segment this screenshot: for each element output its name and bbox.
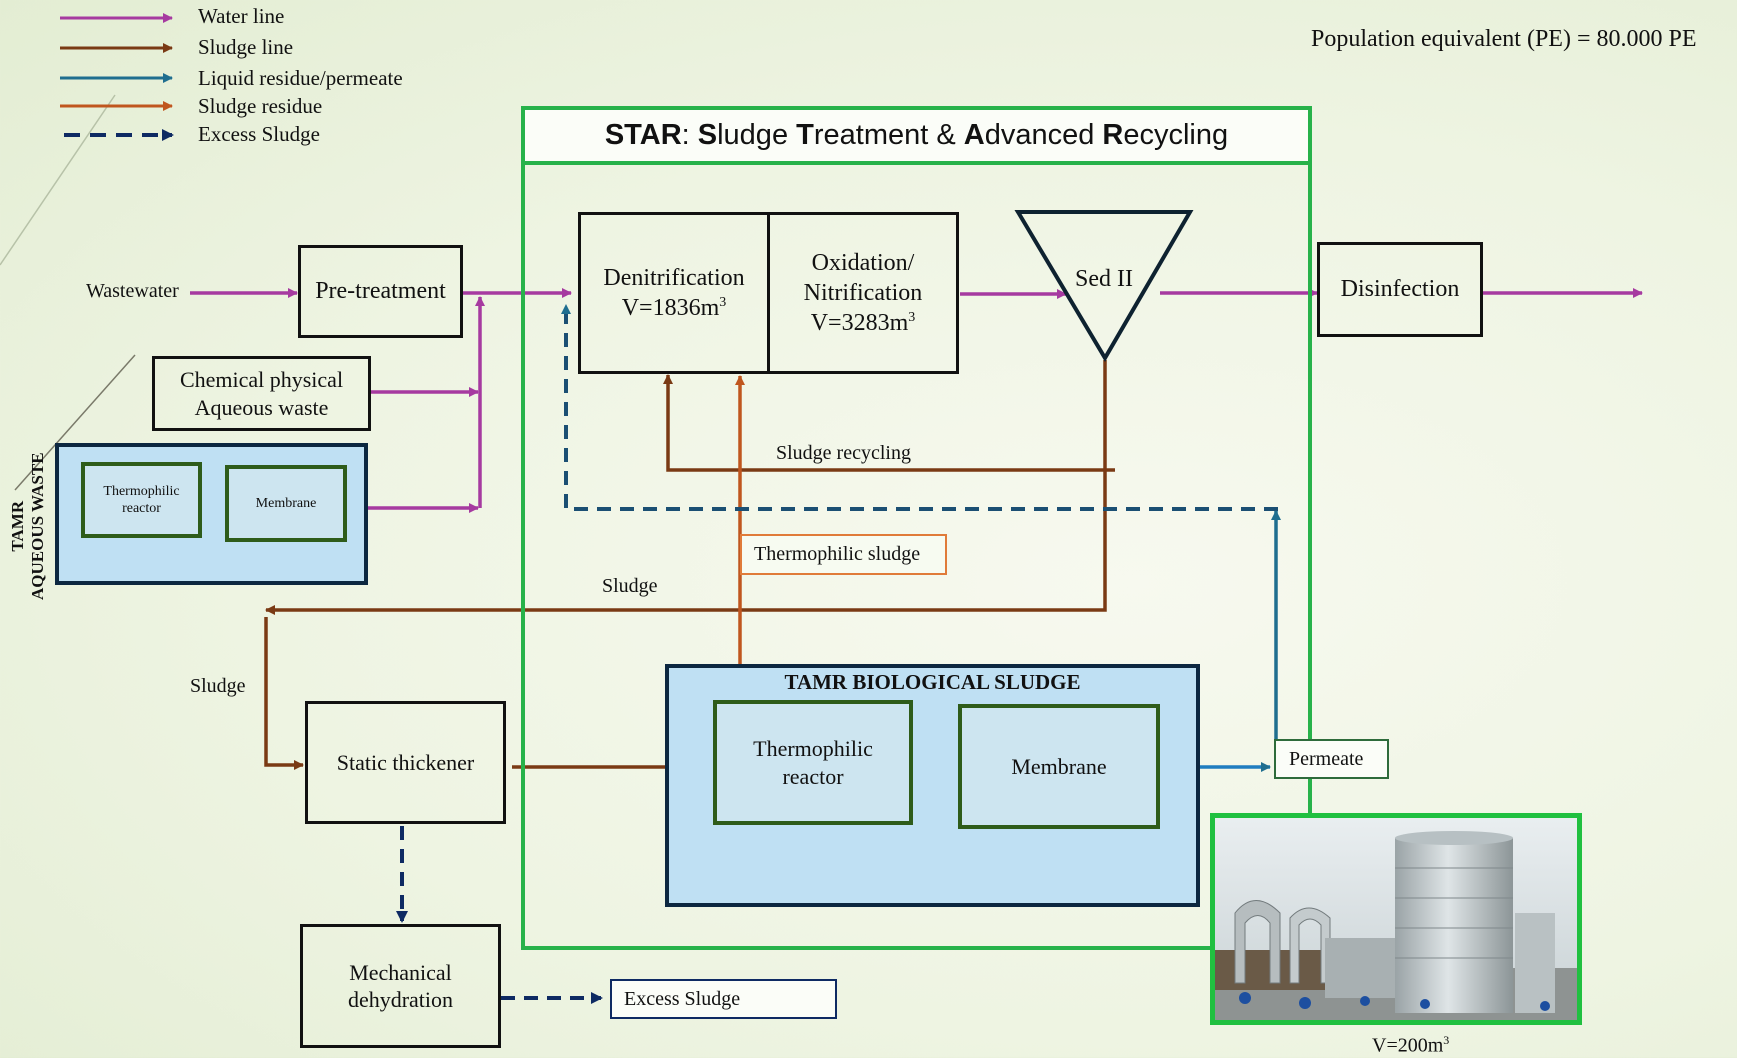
permeate-tag: Permeate <box>1274 739 1389 779</box>
tank-photo-illustration <box>1215 818 1577 1020</box>
tamr-vertical-line1: TAMR <box>8 500 27 552</box>
oxidation-line1: Oxidation/ <box>811 250 915 276</box>
permeate-label: Permeate <box>1289 747 1364 770</box>
sed-ii-label: Sed II <box>1075 266 1133 292</box>
membrane-label: Membrane <box>1011 753 1107 779</box>
sludge-mid-label: Sludge <box>602 575 658 597</box>
chemical-physical-line1: Chemical physical <box>179 367 344 392</box>
decor-line <box>0 94 116 266</box>
pretreatment-label: Pre-treatment <box>315 278 446 304</box>
static-thickener-label: Static thickener <box>336 749 475 775</box>
mechanical-line1: Mechanical <box>349 959 452 985</box>
thermophilic-line1: Thermophilic <box>753 736 873 761</box>
legend-residue-label: Sludge residue <box>198 94 323 118</box>
photo-volume-label: V=200m3 <box>1372 1033 1450 1058</box>
sludge-recycling-arrow <box>663 374 1115 472</box>
wastewater-label: Wastewater <box>86 280 179 302</box>
oxidation-line2: Nitrification <box>803 280 923 306</box>
oxidation-volume: V=3283m <box>810 310 909 336</box>
thermophilic-sludge-label: Thermophilic sludge <box>754 543 921 565</box>
static-thickener-box[interactable]: Static thickener <box>305 701 506 824</box>
small-membrane[interactable]: Membrane <box>225 465 347 542</box>
tamr-biological-title: TAMR BIOLOGICAL SLUDGE <box>784 670 1081 694</box>
excess-recirculation-arrow <box>561 304 1278 511</box>
denitrification-title: Denitrification <box>603 265 745 291</box>
chemical-physical-line2: Aqueous waste <box>194 394 329 420</box>
sludge-out-arrow <box>265 360 1107 615</box>
small-thermophilic-line2: reactor <box>122 501 161 516</box>
disinfection-box[interactable]: Disinfection <box>1317 242 1483 337</box>
denitrification-volume: V=1836m <box>621 295 720 321</box>
legend-water-label: Water line <box>198 4 285 28</box>
small-membrane-label: Membrane <box>255 495 317 511</box>
denitrification-box[interactable]: Denitrification V=1836m3 <box>578 212 770 374</box>
legend-excess-label: Excess Sludge <box>198 122 320 146</box>
thermophilic-tank-photo <box>1210 813 1582 1025</box>
photo-volume-exp: 3 <box>1443 1033 1450 1047</box>
excess-sludge-tag: Excess Sludge <box>610 979 837 1019</box>
oxidation-box[interactable]: Oxidation/ Nitrification V=3283m3 <box>767 212 959 374</box>
denitrification-volume-exp: 3 <box>719 295 727 310</box>
excess-sludge-label: Excess Sludge <box>624 987 741 1010</box>
star-title: STAR: Sludge Treatment & Advanced Recycl… <box>604 119 1229 151</box>
decor-line <box>14 354 136 491</box>
sed-ii-tank <box>1014 210 1194 362</box>
photo-volume: V=200m <box>1372 1034 1444 1057</box>
disinfection-label: Disinfection <box>1340 276 1460 302</box>
pretreatment-box[interactable]: Pre-treatment <box>298 245 463 338</box>
chemical-physical-box[interactable]: Chemical physical Aqueous waste <box>152 356 371 431</box>
small-thermophilic-line1: Thermophilic <box>103 483 180 499</box>
tamr-vertical-line2: AQUEOUS WASTE <box>28 452 48 600</box>
star-header: STAR: Sludge Treatment & Advanced Recycl… <box>521 106 1312 165</box>
thermophilic-sludge-tag: Thermophilic sludge <box>740 534 947 575</box>
membrane-box[interactable]: Membrane <box>958 704 1160 829</box>
oxidation-volume-exp: 3 <box>908 310 916 325</box>
thermophilic-reactor-box[interactable]: Thermophilic reactor <box>713 700 913 825</box>
sludge-recycling-label: Sludge recycling <box>776 442 911 464</box>
population-equivalent: Population equivalent (PE) = 80.000 PE <box>1311 26 1697 52</box>
small-thermophilic-reactor[interactable]: Thermophilic reactor <box>81 462 202 538</box>
legend-sludge-label: Sludge line <box>198 35 294 59</box>
mechanical-dehydration-box[interactable]: Mechanical dehydration <box>300 924 501 1048</box>
tamr-aqueous-vertical-label: TAMR AQUEOUS WASTE <box>8 452 49 600</box>
legend-permeate-label: Liquid residue/permeate <box>198 66 403 90</box>
sludge-left-label: Sludge <box>190 675 246 697</box>
sludge-to-thickener-arrow <box>264 617 304 770</box>
mechanical-line2: dehydration <box>347 987 454 1012</box>
thermophilic-line2: reactor <box>782 763 844 789</box>
